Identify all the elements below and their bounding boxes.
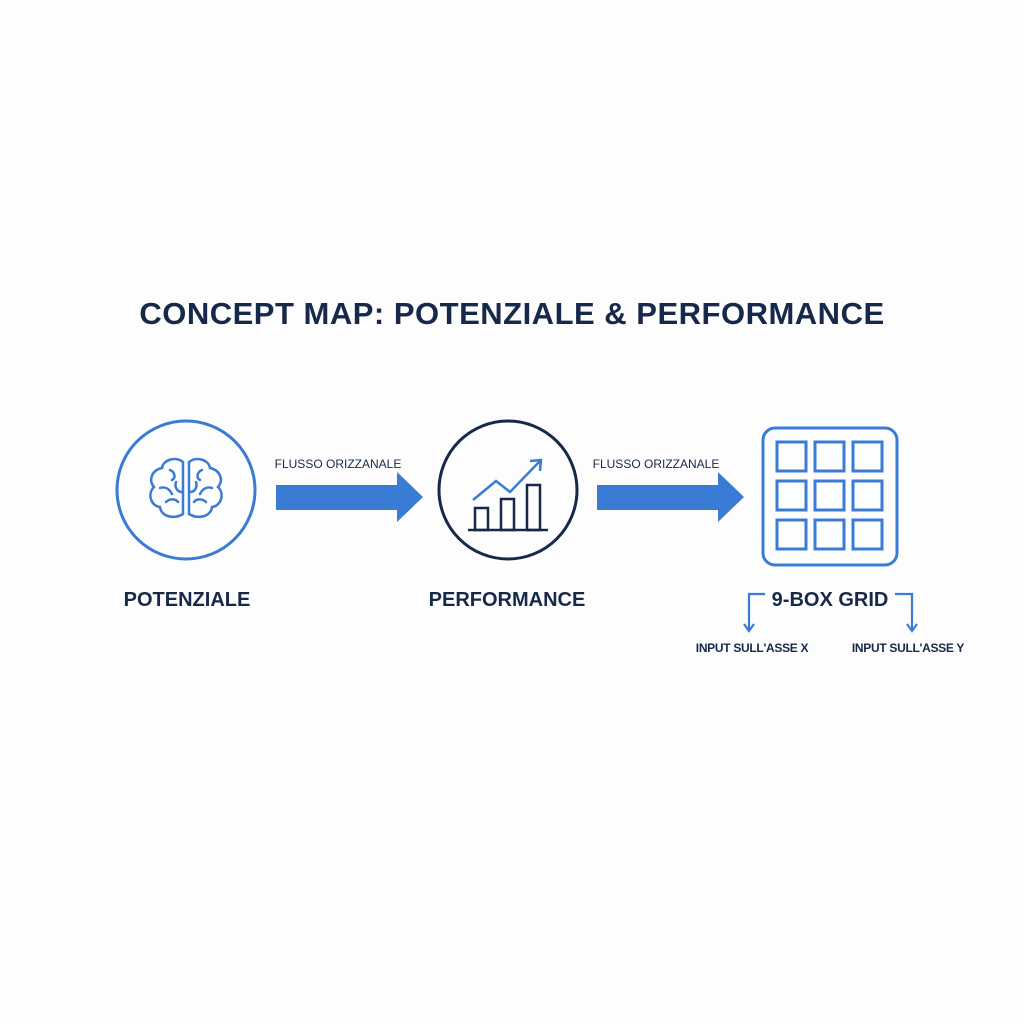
page-title: CONCEPT MAP: POTENZIALE & PERFORMANCE [139, 296, 885, 331]
potenziale-circle [115, 419, 257, 561]
performance-circle [437, 419, 579, 561]
brain-icon [149, 457, 223, 519]
input-y-label: INPUT SULL'ASSE Y [851, 641, 965, 655]
input-x-arrow [747, 592, 765, 630]
grid-icon [761, 426, 899, 567]
flow-label-2: FLUSSO ORIZZANALE [592, 457, 720, 471]
input-y-arrow [895, 592, 914, 630]
performance-label: PERFORMANCE [428, 589, 586, 611]
nine-box-label: 9-BOX GRID [771, 589, 889, 611]
potenziale-label: POTENZIALE [123, 589, 251, 611]
bar-chart-trend-icon [468, 458, 548, 532]
flow-arrow-1 [276, 472, 423, 522]
flow-arrow-2 [597, 472, 744, 522]
input-x-label: INPUT SULL'ASSE X [695, 641, 809, 655]
input-arrows [743, 592, 918, 633]
flow-label-1: FLUSSO ORIZZANALE [274, 457, 402, 471]
